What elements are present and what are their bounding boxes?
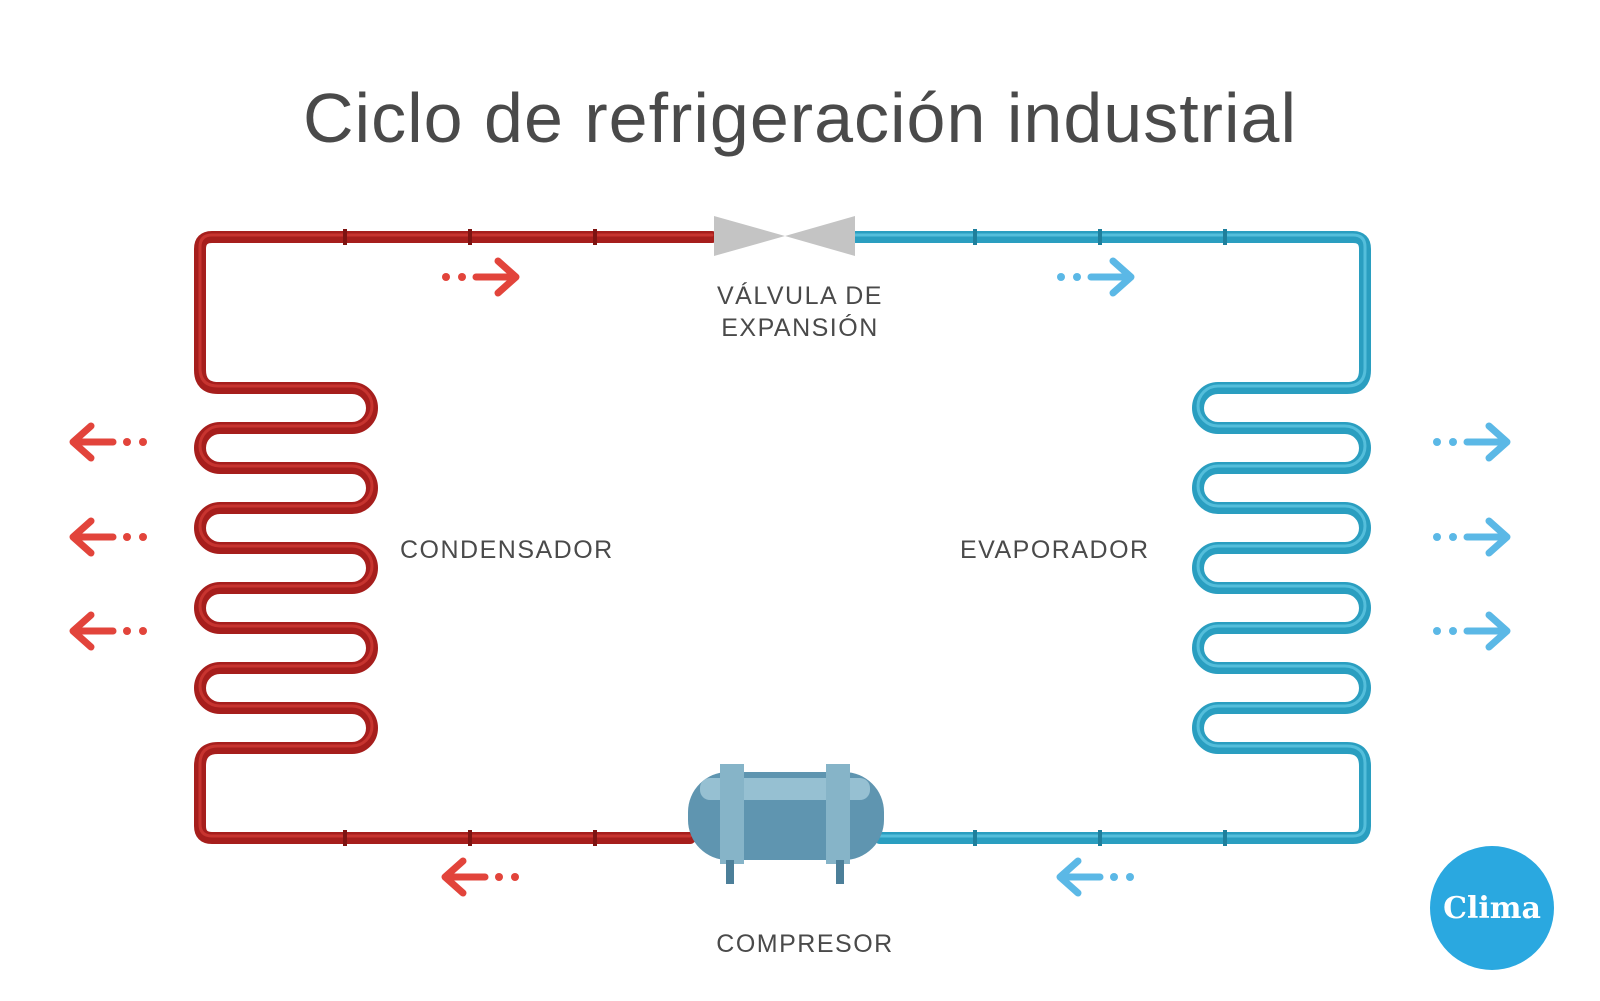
clima-logo: Clima [1430, 846, 1554, 970]
expansion-valve-icon [714, 216, 855, 256]
compressor-label: COMPRESOR [716, 930, 894, 958]
valve-label: VÁLVULA DE EXPANSIÓN [680, 280, 920, 344]
arrow-head [1056, 857, 1082, 897]
condenser-pipe-highlight [198, 233, 714, 838]
arrow-dot [1126, 873, 1134, 881]
heat-in-arrow [1433, 517, 1511, 557]
flow-arrow-bottom-left [441, 857, 519, 897]
flow-arrow-bottom-right [1056, 857, 1134, 897]
arrow-head [69, 611, 95, 651]
pipe-loop [194, 229, 1371, 846]
arrow-head [1485, 611, 1511, 651]
valve-label-line1: VÁLVULA DE [716, 282, 883, 310]
arrow-dot [495, 873, 503, 881]
arrow-dot [442, 273, 450, 281]
compressor-band [826, 764, 850, 864]
pipe-joint [1098, 229, 1102, 245]
logo-text: Clima [1443, 890, 1541, 926]
pipe-joint [593, 830, 597, 846]
valve-right-triangle [785, 216, 855, 256]
valve-label-line2: EXPANSIÓN [721, 314, 879, 342]
compressor-leg [836, 860, 844, 884]
arrow-dot [1433, 533, 1441, 541]
heat-in-arrow [1433, 611, 1511, 651]
heat-out-arrow [69, 611, 147, 651]
pipe-joint [343, 830, 347, 846]
arrow-dot [1057, 273, 1065, 281]
arrow-dot [1449, 533, 1457, 541]
compressor-leg [726, 860, 734, 884]
arrow-head [1485, 517, 1511, 557]
arrow-dot [1449, 438, 1457, 446]
pipe-joint [973, 229, 977, 245]
pipe-joint [1223, 229, 1227, 245]
arrow-dot [1110, 873, 1118, 881]
arrow-dot [139, 438, 147, 446]
arrow-head [441, 857, 467, 897]
arrow-dot [1449, 627, 1457, 635]
pipe-joint [468, 229, 472, 245]
arrow-head [69, 517, 95, 557]
evaporator-pipe-highlight [853, 233, 1367, 838]
pipe-joint [593, 229, 597, 245]
page-title: Ciclo de refrigeración industrial [303, 79, 1297, 157]
heat-in-arrow [1433, 422, 1511, 462]
arrow-head [1485, 422, 1511, 462]
arrow-head [69, 422, 95, 462]
flow-arrows [69, 257, 1511, 897]
arrow-dot [511, 873, 519, 881]
pipe-joint [468, 830, 472, 846]
arrow-dot [139, 627, 147, 635]
condenser-label: CONDENSADOR [400, 536, 614, 564]
heat-out-arrow [69, 422, 147, 462]
pipe-joint [343, 229, 347, 245]
arrow-dot [123, 533, 131, 541]
compressor-icon [688, 764, 884, 884]
pipe-joint [1098, 830, 1102, 846]
arrow-head [1109, 257, 1135, 297]
arrow-dot [1073, 273, 1081, 281]
valve-left-triangle [714, 216, 785, 256]
arrow-dot [1433, 438, 1441, 446]
heat-out-arrow [69, 517, 147, 557]
compressor-band [720, 764, 744, 864]
arrow-dot [458, 273, 466, 281]
pipe-joint [1223, 830, 1227, 846]
arrow-dot [123, 438, 131, 446]
arrow-head [494, 257, 520, 297]
arrow-dot [123, 627, 131, 635]
flow-arrow-top-left [442, 257, 520, 297]
arrow-dot [139, 533, 147, 541]
arrow-dot [1433, 627, 1441, 635]
pipe-joint [973, 830, 977, 846]
evaporator-label: EVAPORADOR [960, 536, 1150, 564]
flow-arrow-top-right [1057, 257, 1135, 297]
